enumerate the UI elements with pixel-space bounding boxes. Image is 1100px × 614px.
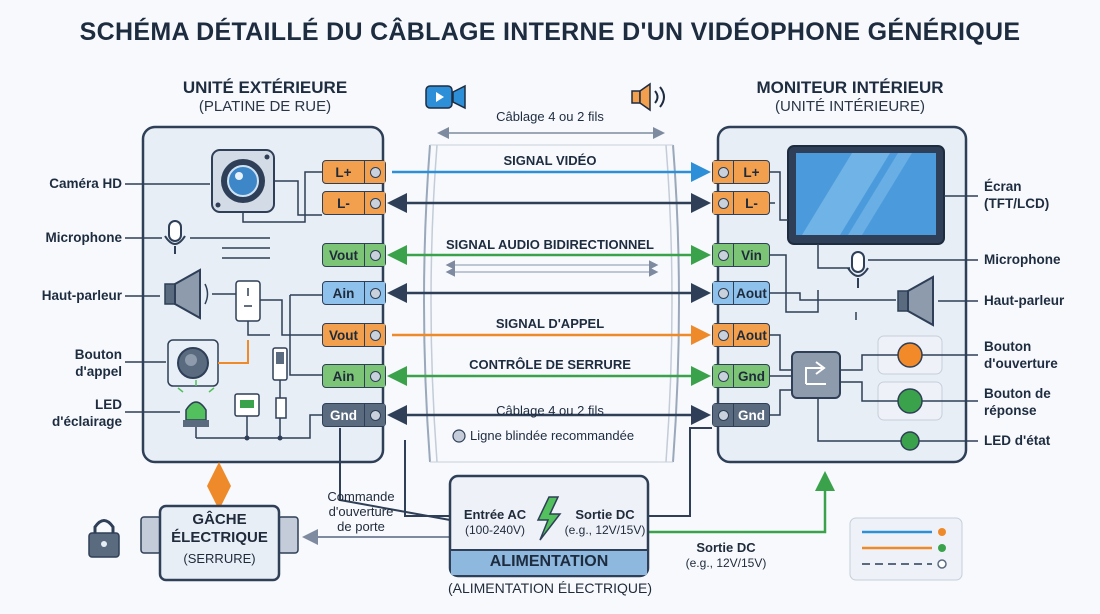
outdoor-terminal-vout-1: Vout (322, 243, 386, 267)
cable-bottom-label: Câblage 4 ou 2 fils (496, 403, 604, 418)
psu-title: ALIMENTATION (489, 553, 609, 570)
indoor-terminal-vin: Vin (712, 243, 770, 267)
indoor-unit-title: MONITEUR INTÉRIEUR (756, 78, 944, 97)
indoor-terminal-aout-2: Aout (712, 323, 770, 347)
signal-lock-label: CONTRÔLE DE SERRURE (440, 357, 660, 372)
dc-out-label: Sortie DC (696, 540, 756, 555)
video-camera-icon (425, 84, 466, 110)
label-speaker-indoor: Haut-parleur (984, 293, 1065, 308)
label-led-outdoor: LED d'éclairage (52, 397, 122, 429)
door-command-label: Commande d'ouverture de porte (327, 489, 395, 534)
lock-subtitle: (SERRURE) (183, 551, 256, 566)
label-status-led: LED d'état (984, 433, 1051, 448)
diagram-title: SCHÉMA DÉTAILLÉ DU CÂBLAGE INTERNE D'UN … (79, 18, 1021, 46)
indoor-terminal-gnd-1: Gnd (712, 364, 770, 388)
lock-title: GÂCHE ÉLECTRIQUE (171, 511, 268, 546)
shield-note: Ligne blindée recommandée (470, 428, 635, 443)
cable-top-label: Câblage 4 ou 2 fils (496, 109, 604, 124)
indoor-terminal-l-plus: L+ (712, 160, 770, 184)
signal-video-label: SIGNAL VIDÉO (503, 153, 597, 168)
signal-call-label: SIGNAL D'APPEL (495, 316, 605, 331)
label-screen: Écran (TFT/LCD) (984, 179, 1050, 211)
dc-out-spec: (e.g., 12V/15V) (685, 556, 767, 570)
label-call-button: Bouton d'appel (74, 347, 122, 379)
indoor-terminal-aout-1: Aout (712, 281, 770, 305)
outdoor-terminal-gnd: Gnd (322, 403, 386, 427)
outdoor-terminal-ain-1: Ain (322, 281, 386, 305)
label-microphone-indoor: Microphone (984, 252, 1061, 267)
label-answer-button: Bouton de réponse (984, 386, 1051, 418)
psu-subtitle: (ALIMENTATION ÉLECTRIQUE) (447, 580, 653, 596)
label-speaker-outdoor: Haut-parleur (41, 288, 122, 303)
indoor-unit-subtitle: (UNITÉ INTÉRIEURE) (775, 98, 925, 115)
label-microphone-outdoor: Microphone (45, 230, 123, 245)
psu-output-label: Sortie DC (575, 507, 635, 522)
outdoor-terminal-l-plus: L+ (322, 160, 386, 184)
psu-input-spec: (100-240V) (464, 523, 526, 537)
indoor-terminal-l-minus: L- (712, 191, 770, 215)
speaker-sound-icon (631, 82, 665, 112)
signal-audio-label: SIGNAL AUDIO BIDIRECTIONNEL (445, 237, 654, 252)
indoor-terminal-gnd-2: Gnd (712, 403, 770, 427)
outdoor-unit-subtitle: (PLATINE DE RUE) (198, 98, 332, 115)
label-open-button: Bouton d'ouverture (984, 339, 1058, 371)
outdoor-unit-title: UNITÉ EXTÉRIEURE (182, 78, 348, 97)
outdoor-terminal-l-minus: L- (322, 191, 386, 215)
psu-input-label: Entrée AC (463, 507, 527, 522)
label-camera: Caméra HD (49, 176, 122, 191)
psu-output-spec: (e.g., 12V/15V) (564, 523, 646, 537)
outdoor-terminal-ain-2: Ain (322, 364, 386, 388)
outdoor-terminal-vout-2: Vout (322, 323, 386, 347)
electric-strike-box (158, 504, 281, 582)
